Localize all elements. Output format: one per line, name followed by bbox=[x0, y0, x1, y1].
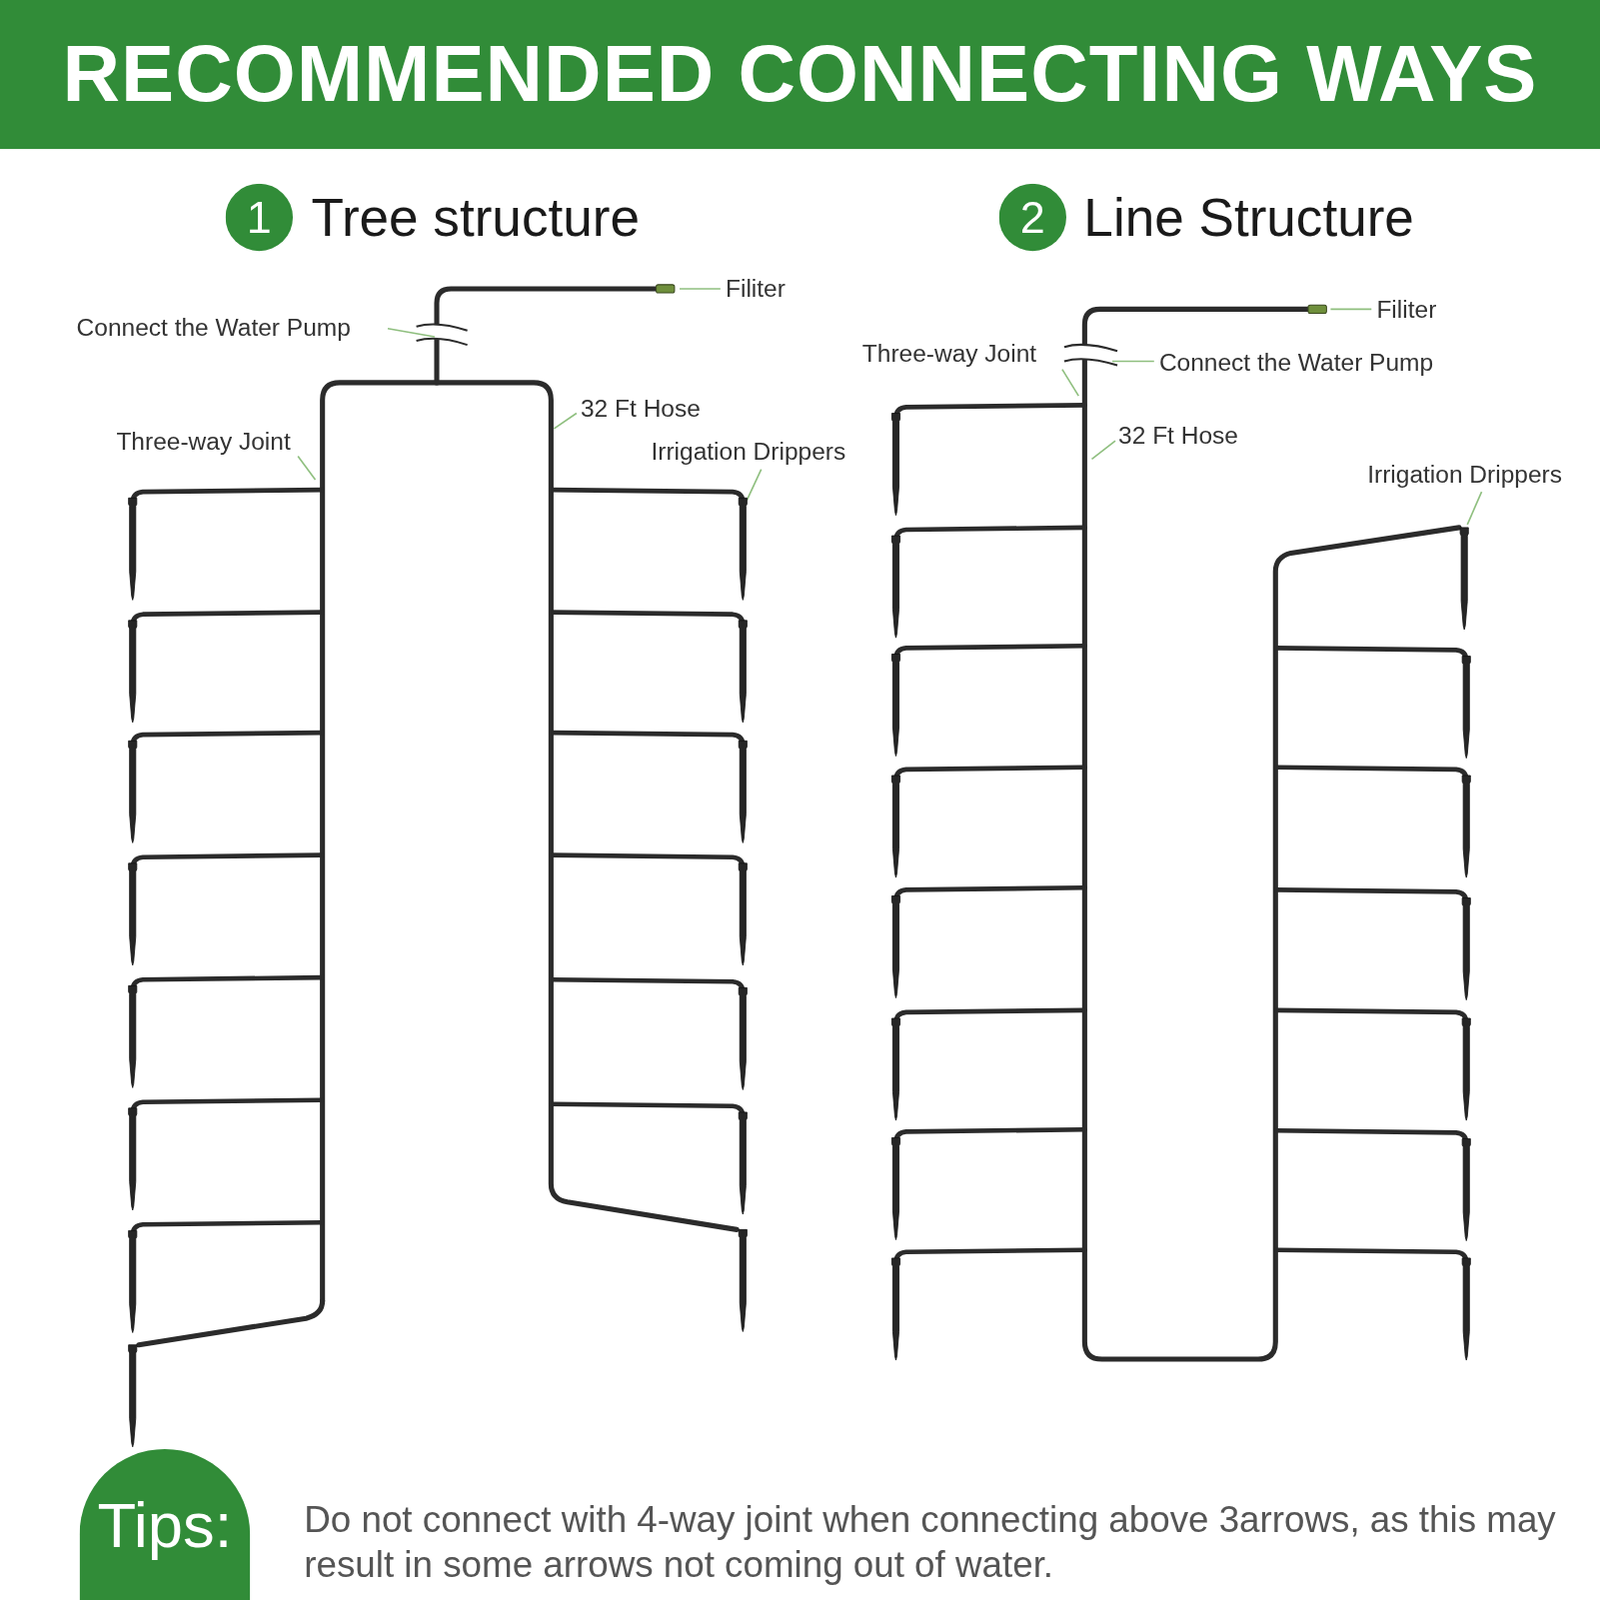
dripper-stake bbox=[891, 413, 900, 516]
branch-hose bbox=[132, 1222, 323, 1235]
branch-hose bbox=[550, 612, 743, 625]
dripper-stake bbox=[1462, 656, 1471, 759]
branch-hose bbox=[1275, 889, 1467, 902]
branch-hose bbox=[132, 855, 323, 868]
step-circle: 1 bbox=[225, 183, 293, 251]
part-label: Filiter bbox=[725, 274, 786, 303]
page-title: RECOMMENDED CONNECTING WAYS bbox=[0, 28, 1600, 121]
branch-hose bbox=[1275, 1010, 1467, 1023]
part-label: Irrigation Drippers bbox=[650, 436, 846, 465]
dripper-stake bbox=[738, 497, 747, 600]
node-text: 2 bbox=[1020, 191, 1046, 243]
branch-hose bbox=[550, 732, 743, 745]
dripper-stake bbox=[128, 497, 137, 600]
branch-hose bbox=[1275, 1250, 1467, 1263]
dripper-stake bbox=[738, 987, 747, 1090]
dripper-stake bbox=[891, 1258, 900, 1361]
dripper-stake bbox=[738, 740, 747, 843]
dripper-stake bbox=[128, 1345, 137, 1448]
part-label: Connect the Water Pump bbox=[76, 313, 351, 342]
dripper-stake bbox=[891, 895, 900, 998]
dripper-stake bbox=[1462, 898, 1471, 1001]
branch-hose bbox=[895, 1129, 1085, 1142]
dripper-stake bbox=[891, 653, 900, 756]
branch-hose bbox=[895, 1010, 1085, 1023]
dripper-stake bbox=[1462, 1018, 1471, 1121]
branch-hose bbox=[1275, 767, 1467, 780]
dripper-stake bbox=[1462, 1258, 1471, 1361]
branch-hose bbox=[895, 527, 1085, 540]
dripper-stake bbox=[1462, 1138, 1471, 1241]
section-heading: Tree structure bbox=[310, 187, 640, 249]
part-label: Three-way Joint bbox=[862, 338, 1037, 367]
dripper-stake bbox=[128, 1230, 137, 1333]
tips-badge: Tips: bbox=[79, 1449, 251, 1600]
branch-hose bbox=[132, 489, 323, 502]
dripper-stake bbox=[128, 740, 137, 843]
dripper-stake bbox=[738, 620, 747, 723]
hose-lines bbox=[138, 288, 1460, 1360]
step-circle: 2 bbox=[999, 183, 1067, 251]
branch-hose bbox=[550, 979, 743, 992]
branch-hose bbox=[895, 645, 1085, 658]
dripper-stake bbox=[128, 620, 137, 723]
main-hose bbox=[322, 382, 738, 1302]
dripper-stake bbox=[891, 775, 900, 878]
header-bar bbox=[0, 0, 1600, 149]
irrigation-drippers bbox=[128, 413, 1472, 1448]
feed-hose bbox=[436, 288, 659, 383]
dripper-stake bbox=[1462, 775, 1471, 878]
branch-hose bbox=[132, 732, 323, 745]
branch-hose bbox=[895, 1250, 1085, 1263]
node-text: Tips: bbox=[96, 1488, 232, 1561]
dripper-stake bbox=[738, 863, 747, 966]
branch-hose bbox=[132, 977, 323, 990]
dripper-stake bbox=[891, 1018, 900, 1121]
branch-hose bbox=[132, 1100, 323, 1113]
branch-hose bbox=[1275, 1130, 1467, 1143]
branch-hose bbox=[895, 887, 1085, 900]
leader-lines bbox=[297, 288, 1482, 525]
dripper-stake bbox=[1460, 527, 1469, 630]
part-label: 32 Ft Hose bbox=[580, 393, 701, 422]
branch-hose bbox=[132, 612, 323, 625]
branch-hose bbox=[895, 404, 1085, 417]
branch-hose bbox=[550, 1104, 743, 1117]
dripper-stake bbox=[738, 1112, 747, 1215]
part-label: Filiter bbox=[1376, 294, 1437, 323]
branch-hoses bbox=[132, 404, 1468, 1263]
dripper-stake bbox=[891, 1137, 900, 1240]
section-heading: Line Structure bbox=[1083, 187, 1415, 249]
part-label: 32 Ft Hose bbox=[1118, 421, 1239, 450]
part-label: Irrigation Drippers bbox=[1367, 460, 1563, 489]
tip-note: Do not connect with 4-way joint when con… bbox=[303, 1497, 1570, 1588]
part-label: Connect the Water Pump bbox=[1159, 347, 1434, 376]
dripper-stake bbox=[128, 985, 137, 1088]
dripper-stake bbox=[738, 1229, 747, 1332]
branch-hose bbox=[1275, 647, 1467, 660]
part-label: Three-way Joint bbox=[115, 427, 290, 456]
branch-hose bbox=[895, 767, 1085, 780]
dripper-stake bbox=[891, 535, 900, 638]
dripper-stake bbox=[128, 863, 137, 966]
branch-hose bbox=[550, 855, 743, 868]
node-text: 1 bbox=[246, 191, 272, 243]
main-hose bbox=[138, 1301, 323, 1346]
branch-hose bbox=[550, 489, 743, 502]
dripper-stake bbox=[128, 1108, 137, 1211]
